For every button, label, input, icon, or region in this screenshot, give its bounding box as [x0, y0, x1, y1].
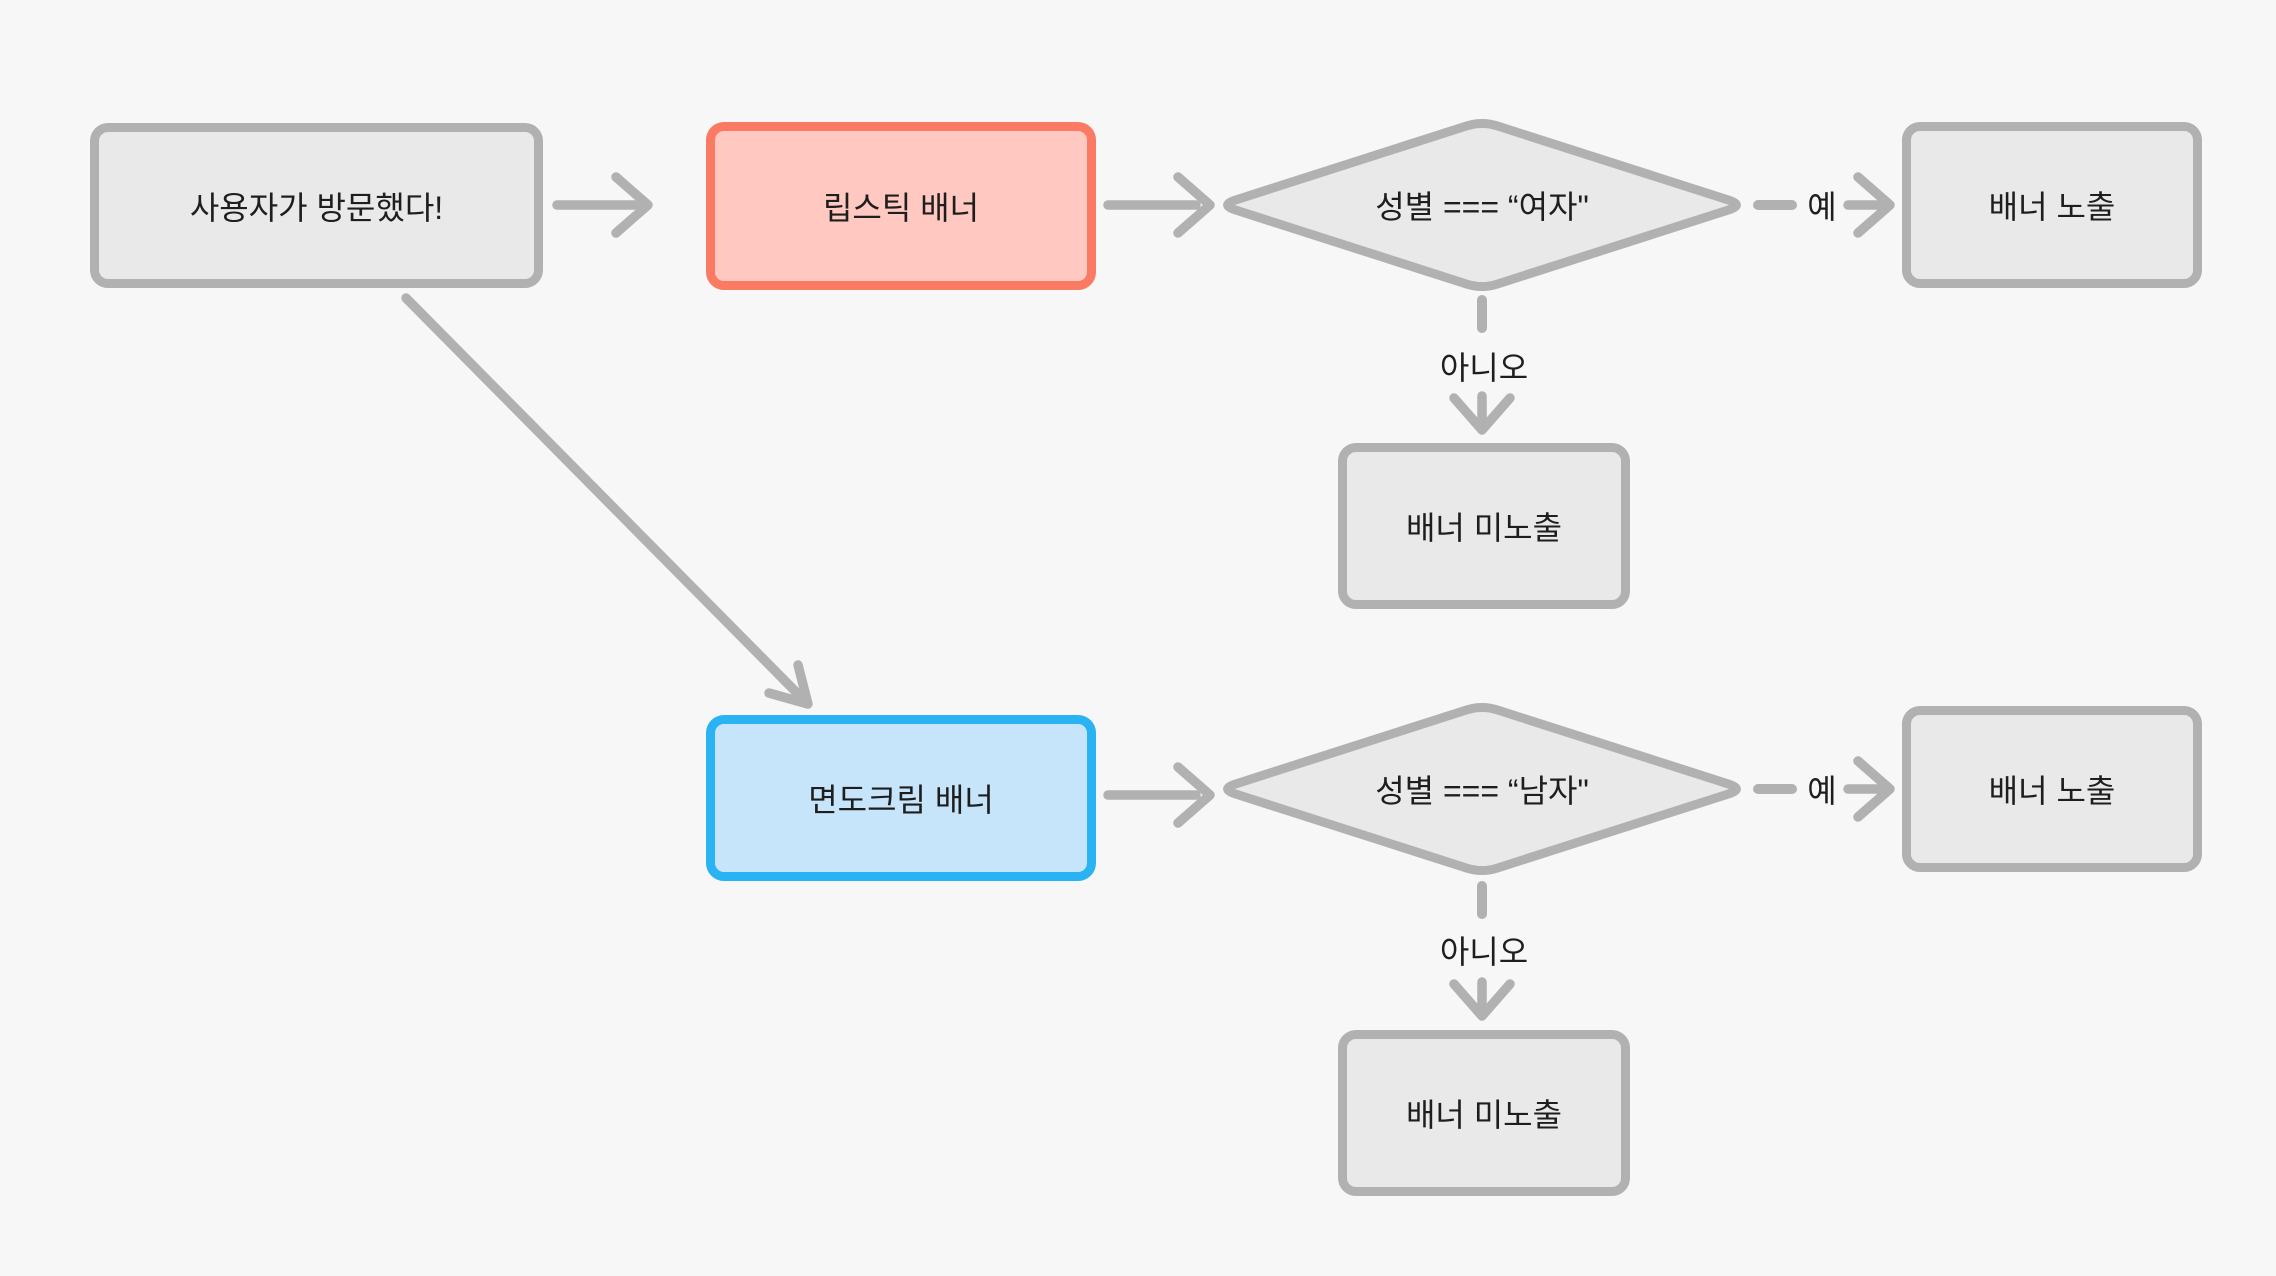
node-show-banner-1: 배너 노출 [1902, 122, 2202, 288]
node-show-banner-2: 배너 노출 [1902, 706, 2202, 872]
node-lipstick-banner-label: 립스틱 배너 [822, 190, 980, 226]
edge-start-to-lipstick [552, 172, 653, 238]
edge-condition1-yes-arrowhead [1853, 172, 1895, 238]
node-hide-banner-1-label: 배너 미노출 [1405, 510, 1563, 546]
edge-condition2-yes-arrowhead [1853, 756, 1895, 822]
node-lipstick-banner: 립스틱 배너 [706, 122, 1096, 290]
edge-condition2-no-arrowhead [1449, 979, 1515, 1021]
node-condition-female-label: 성별 === “여자" [1375, 189, 1589, 225]
edge-label-no-2: 아니오 [1439, 934, 1529, 970]
edge-start-to-shaving-arrowhead [764, 660, 813, 709]
edge-label-yes-2: 예 [1807, 773, 1837, 809]
edge-shaving-to-condition [1103, 762, 1215, 828]
node-condition-male-label: 성별 === “남자" [1375, 773, 1589, 809]
edge-label-yes-1: 예 [1807, 189, 1837, 225]
node-show-banner-1-label: 배너 노출 [1988, 189, 2116, 225]
node-show-banner-2-label: 배너 노출 [1988, 773, 2116, 809]
edge-start-to-shaving-line [401, 293, 803, 699]
node-condition-female-shape [1223, 118, 1741, 292]
node-hide-banner-1: 배너 미노출 [1338, 443, 1630, 609]
edge-shaving-to-condition-arrowhead [1173, 762, 1215, 828]
node-hide-banner-2: 배너 미노출 [1338, 1030, 1630, 1196]
edge-lipstick-to-condition [1103, 172, 1215, 238]
node-shaving-banner-label: 면도크림 배너 [808, 782, 994, 818]
node-condition-male [1223, 702, 1741, 876]
node-hide-banner-2-label: 배너 미노출 [1405, 1097, 1563, 1133]
node-start: 사용자가 방문했다! [90, 123, 543, 288]
edge-lipstick-to-condition-arrowhead [1173, 172, 1215, 238]
edge-label-no-1: 아니오 [1439, 350, 1529, 386]
edge-condition1-no-arrowhead [1449, 393, 1515, 435]
node-condition-female [1223, 118, 1741, 292]
node-shaving-banner: 면도크림 배너 [706, 715, 1096, 881]
edge-start-to-shaving [401, 293, 813, 709]
edge-start-to-lipstick-arrowhead [611, 172, 653, 238]
node-condition-male-shape [1223, 702, 1741, 876]
node-start-label: 사용자가 방문했다! [189, 189, 444, 226]
